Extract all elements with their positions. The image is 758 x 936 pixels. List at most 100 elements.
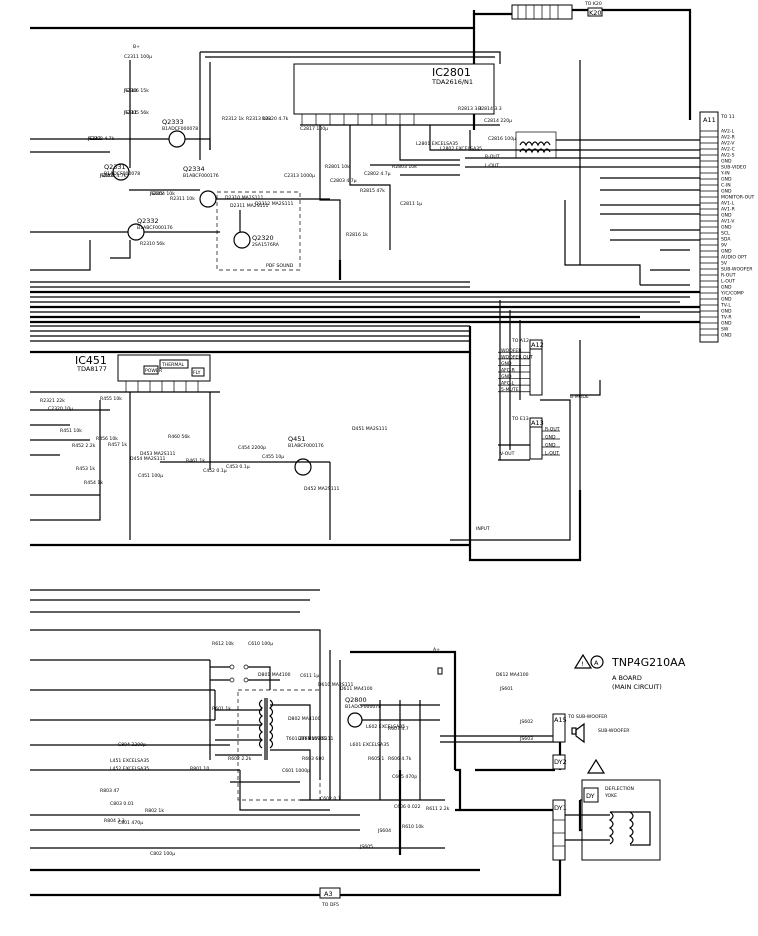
q2334-symbol: [199, 190, 217, 208]
a11-pin-label: L-OUT: [721, 279, 735, 285]
a13-label: TO E13: [511, 416, 529, 422]
component-label: R453 1k: [76, 466, 95, 472]
a11-pin-label: GND: [721, 189, 732, 195]
component-label: L2802 EXCELSA35: [440, 146, 482, 152]
component-label: R601 1k: [212, 706, 231, 712]
ic451-fly: FLY: [193, 370, 201, 376]
connector-dy1: DY1: [552, 799, 567, 861]
bplus-label: B+: [133, 44, 140, 50]
ic451-part: TDA8177: [76, 365, 107, 373]
component-label: C2311 100µ: [124, 54, 152, 60]
component-label: R2306 15k: [124, 88, 149, 94]
component-label: C2817 100µ: [300, 126, 328, 132]
q2333-ref: Q2333: [162, 118, 184, 126]
component-label: D612 MA4100: [496, 672, 529, 678]
a11-pin-label: SDA: [721, 237, 731, 243]
a11-pin-label: AV1-R: [721, 207, 736, 213]
component-label: C802 100µ: [150, 851, 175, 857]
component-label: D611 MA4100: [340, 686, 373, 692]
connector-k20: K20 TO K20: [511, 1, 603, 20]
component-label: R2320 4.7k: [262, 116, 289, 122]
dy-box-label: DY: [586, 792, 595, 800]
a3-ref: A3: [324, 890, 333, 898]
q2332-part: B1ABCF000176: [137, 225, 173, 231]
a15-label: TO SUB-WOOFER: [567, 714, 608, 720]
q2800-symbol: [347, 712, 363, 728]
a11-ref: A11: [703, 116, 716, 124]
component-label: R2815 47k: [360, 188, 385, 194]
component-label: R2813 3.3: [458, 106, 482, 112]
pdf-sound-label: PDF SOUND: [266, 263, 294, 269]
ic451-power: POWER: [145, 368, 163, 374]
a11-pin-label: 5V: [721, 261, 728, 267]
board-marker: A: [594, 659, 599, 667]
component-label: C606 0.022: [394, 804, 421, 810]
component-label: R802 1k: [145, 808, 164, 814]
component-label: C803 0.01: [110, 801, 134, 807]
a11-pin-label: Y-IN: [720, 171, 730, 177]
component-label: R451 10k: [60, 428, 82, 434]
preamp-transistors: Q2333 B1ADCF000078 Q2331 B1ADCF000078 Q2…: [30, 44, 330, 271]
component-label: R611 2.2k: [426, 806, 450, 812]
k20-ref: K20: [589, 9, 602, 17]
component-label: R2801 10k: [325, 164, 350, 170]
l-out-label-top: L-OUT: [485, 163, 499, 169]
ic2801-part: TDA2616/N1: [431, 78, 473, 86]
a12-pin-label: WOOFER: [501, 348, 522, 354]
component-label: C2811 1µ: [400, 201, 422, 207]
a11-pin-label: GND: [721, 225, 732, 231]
component-label: C454 2200p: [238, 445, 266, 451]
flyback-transformer: [209, 660, 330, 811]
q2331-ref: Q2331: [104, 163, 126, 171]
component-label: R2814 3.3: [478, 106, 502, 112]
a12-label: TO A12: [511, 338, 529, 344]
deflection-label: DEFLECTION: [605, 786, 634, 792]
component-label: D2310 MA2S111: [225, 195, 263, 201]
component-label: L452 EXCELSA35: [110, 766, 149, 772]
a12-pin-label: WOOFER OUT: [501, 354, 533, 360]
component-label: T601 ZTFM15105: [285, 736, 326, 742]
a11-pin-label: GND: [721, 249, 732, 255]
component-label: R612 10k: [212, 641, 234, 647]
b-mode-label: B-MODE: [570, 394, 589, 400]
a11-label: TO 11: [720, 114, 735, 120]
component-label: R2304 10k: [150, 191, 175, 197]
a11-pin-label: AV2-S: [721, 153, 735, 159]
component-label: R454 1k: [84, 480, 103, 486]
connector-a15: A15 TO SUB-WOOFER SUB-WOOFER: [552, 713, 630, 744]
pdf-sound-box: [216, 191, 301, 271]
a12-pin-label: AFC-R: [501, 368, 516, 374]
component-label: JS601: [499, 686, 513, 692]
component-label: C451 100µ: [138, 473, 163, 479]
a11-pin-label: GND: [721, 285, 732, 291]
a11-pin-label: AV2-V: [721, 141, 735, 147]
component-label: C2320 10µ: [48, 406, 73, 412]
component-label: L602 EXCELSA35: [366, 724, 405, 730]
component-label: C2816 100µ: [488, 136, 516, 142]
board-title: ! A TNP4G210AA A BOARD (MAIN CIRCUIT): [573, 653, 686, 774]
component-label: JS312: [87, 136, 101, 142]
component-label: R456 10k: [96, 436, 118, 442]
component-label: R461 1k: [186, 458, 205, 464]
component-label: L601 EXCELSA35: [350, 742, 389, 748]
a12-pin-label: AFC-L: [501, 381, 515, 387]
a-oplus-label: A+: [433, 647, 440, 653]
warning-triangle-icon-2: [586, 758, 606, 774]
vout-label: V-OUT: [500, 451, 515, 457]
component-label: C801 470µ: [118, 820, 143, 826]
component-label: R603 680: [302, 756, 324, 762]
component-label: R607 4.7: [388, 726, 409, 732]
board-marker-circle: [590, 655, 604, 669]
a11-pin-label: R-OUT: [721, 273, 736, 279]
a12-pin-label: GND: [501, 374, 512, 380]
component-label: C605 470p: [392, 774, 417, 780]
component-label: C2814 220µ: [484, 118, 512, 124]
warning-triangle-icon: [573, 653, 593, 669]
component-label: R460 56k: [168, 434, 190, 440]
q2333-part: B1ADCF000078: [162, 126, 198, 132]
ic451-thermal: THERMAL: [161, 362, 184, 368]
dy2-ref: DY2: [554, 758, 567, 766]
component-label: JS310: [123, 88, 137, 94]
q451-part: B1ABCF000176: [288, 443, 324, 449]
